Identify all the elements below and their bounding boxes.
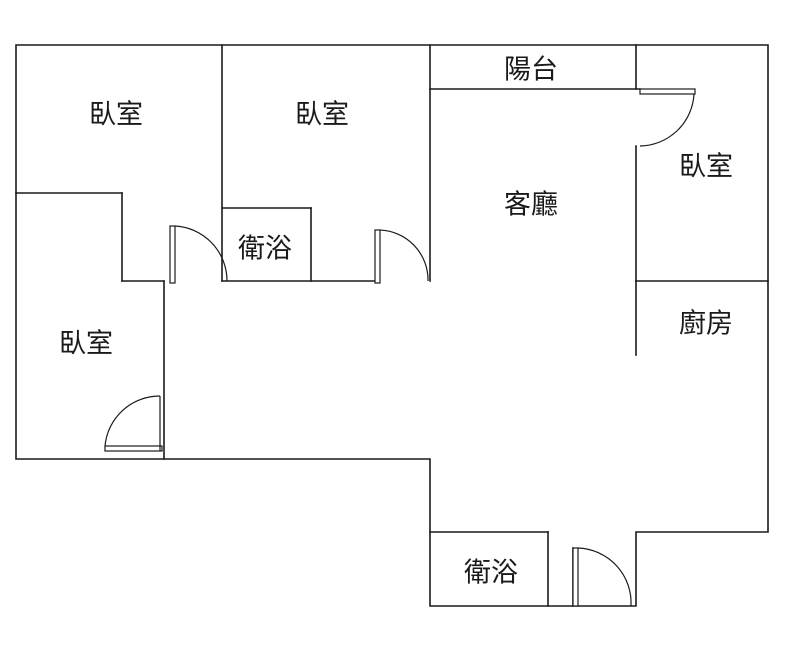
room-label-bathroom-lower: 衛浴 — [464, 557, 518, 589]
door-bedroom-top-middle — [374, 229, 429, 284]
room-label-bedroom-top-left: 臥室 — [89, 99, 143, 131]
room-label-bedroom-top-middle: 臥室 — [295, 99, 349, 131]
door-bedroom-top-left — [169, 225, 228, 284]
room-label-bedroom-left: 臥室 — [59, 328, 113, 360]
room-label-kitchen: 廚房 — [679, 308, 733, 340]
room-label-living-room: 客廳 — [504, 189, 558, 221]
room-label-balcony: 陽台 — [504, 54, 558, 86]
door-bedroom-right — [639, 88, 696, 147]
door-bedroom-left — [104, 395, 163, 452]
outer-wall — [15, 44, 769, 607]
room-label-bathroom-upper: 衛浴 — [238, 233, 292, 265]
room-label-bedroom-right: 臥室 — [679, 151, 733, 183]
door-bath-lower — [572, 547, 632, 607]
